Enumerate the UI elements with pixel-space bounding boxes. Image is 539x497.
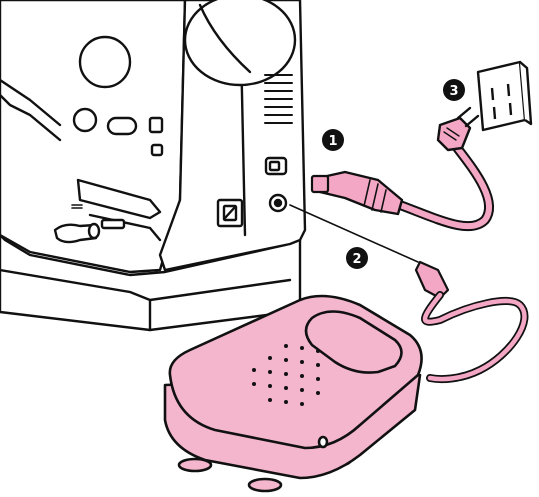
- lever-mark-2: [152, 145, 162, 155]
- step-marker-1: 1: [322, 129, 344, 151]
- power-cord: [312, 108, 489, 226]
- power-socket-inner: [270, 162, 279, 170]
- step-number-3: 3: [449, 84, 458, 99]
- step-marker-3: 3: [443, 79, 465, 101]
- bobbin-winder-knob: [80, 37, 130, 87]
- sewing-machine: [0, 0, 305, 330]
- step-number-1: 1: [328, 134, 337, 149]
- wall-outlet: [478, 62, 531, 130]
- step-marker-2: 2: [346, 247, 368, 269]
- vent-grille: [265, 75, 292, 123]
- lever-mark: [150, 118, 162, 132]
- pedal-hole: [319, 437, 327, 447]
- foot-controller: [165, 296, 422, 491]
- power-connector: [318, 172, 402, 214]
- small-round-button: [74, 109, 96, 131]
- foot-controller-jack-inner: [275, 200, 281, 206]
- oval-button: [108, 118, 136, 134]
- step-number-2: 2: [352, 252, 361, 267]
- power-plug: [438, 118, 470, 150]
- presser-lever-cap: [89, 224, 99, 238]
- handwheel: [185, 0, 295, 85]
- lever-indicator: [102, 220, 124, 228]
